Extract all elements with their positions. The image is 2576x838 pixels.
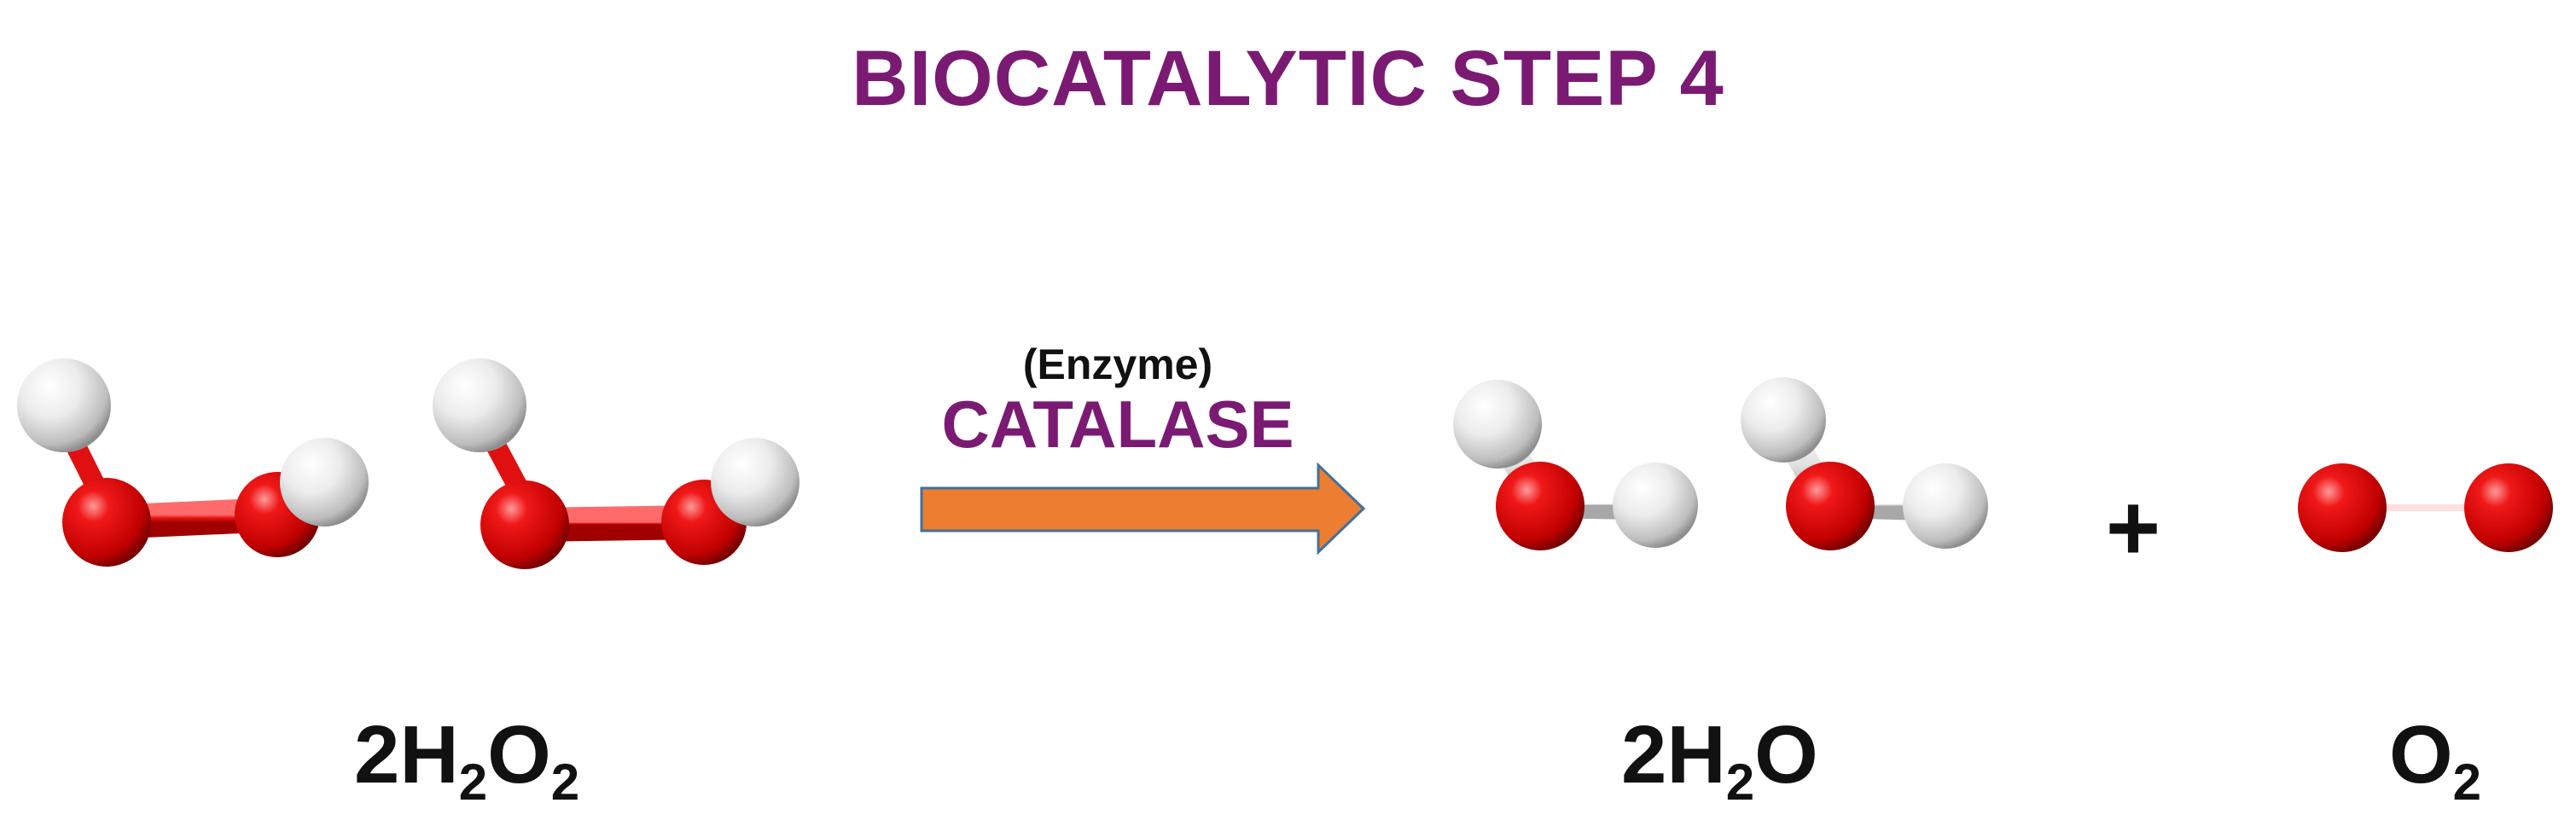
h2o-molecule-2 <box>1741 377 1988 550</box>
hydrogen-atom <box>17 358 111 452</box>
reaction-arrow <box>920 462 1366 556</box>
enzyme-name: CATALASE <box>941 387 1294 462</box>
hydrogen-atom <box>280 438 369 527</box>
hydrogen-atom <box>711 438 800 527</box>
oxygen-atom <box>62 478 151 567</box>
hydrogen-atom <box>1741 377 1826 463</box>
h2o-molecule-1 <box>1453 380 1698 550</box>
hydrogen-atom <box>1613 463 1698 548</box>
diagram-title: BIOCATALYTIC STEP 4 <box>852 35 1724 122</box>
oxygen-atom <box>2464 463 2553 552</box>
oxygen-atom <box>1786 462 1875 550</box>
h2o2-molecule-2 <box>433 358 800 569</box>
hydrogen-atom <box>1903 463 1988 549</box>
plus-sign: + <box>2105 475 2161 580</box>
hydrogen-atom <box>433 358 526 452</box>
oxygen-atom <box>1496 462 1585 550</box>
product-oxygen-formula: O2 <box>2389 709 2482 811</box>
o2-molecule <box>2298 463 2553 552</box>
hydrogen-atom <box>1453 380 1542 468</box>
h2o2-molecule-1 <box>17 358 369 567</box>
oxygen-atom <box>2298 463 2387 552</box>
enzyme-note: (Enzyme) <box>1022 340 1213 388</box>
reactant-formula: 2H2O2 <box>354 709 580 811</box>
product-water-formula: 2H2O <box>1621 709 1818 811</box>
oxygen-atom <box>480 480 569 569</box>
